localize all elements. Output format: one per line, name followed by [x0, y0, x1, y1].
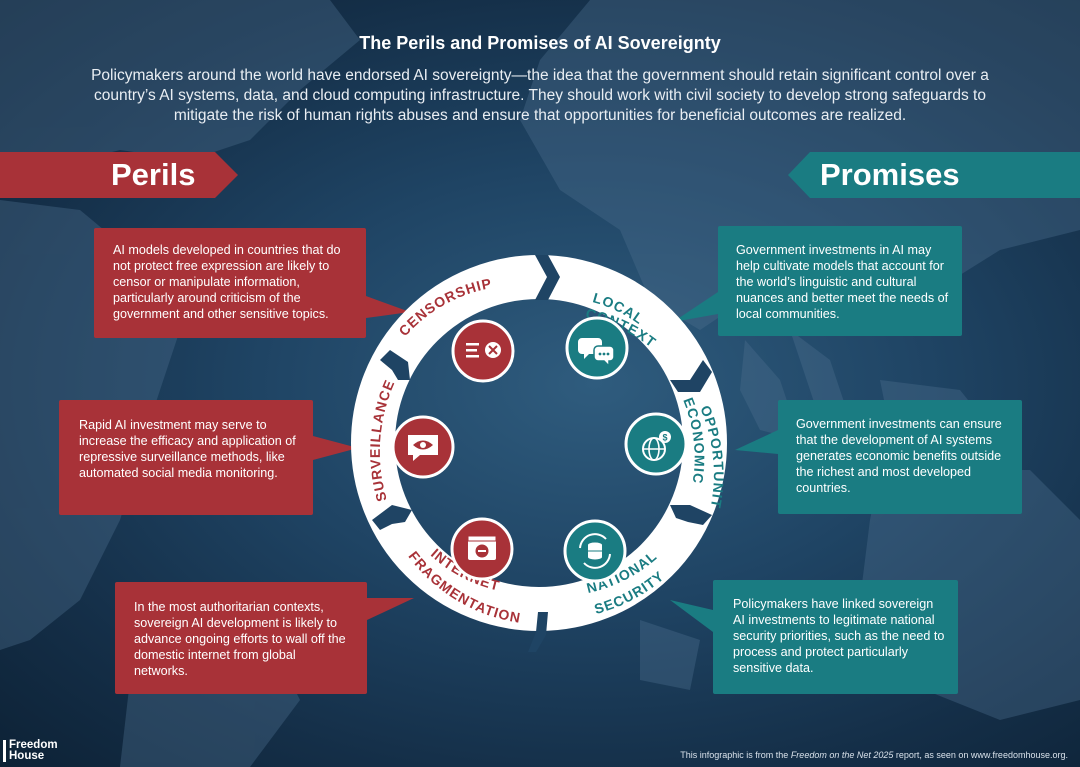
database-sync-icon	[563, 519, 627, 583]
freedom-house-logo: Freedom House	[3, 739, 58, 762]
promise-card-economic-text: Government investments can ensure that t…	[796, 417, 1002, 495]
ring-chevron-gaps	[372, 255, 712, 652]
perils-banner: Perils	[0, 152, 238, 198]
promise-card-local-context: Government investments in AI may help cu…	[718, 226, 962, 336]
svg-text:$: $	[662, 433, 667, 443]
pointer-surveillance	[313, 436, 358, 460]
pointer-fragmentation	[367, 598, 414, 620]
promise-card-local-context-text: Government investments in AI may help cu…	[736, 243, 949, 321]
promise-card-security-text: Policymakers have linked sovereign AI in…	[733, 597, 945, 675]
peril-card-fragmentation: In the most authoritarian contexts, sove…	[115, 582, 367, 694]
flame-icon	[3, 740, 6, 762]
pointer-security	[670, 600, 713, 632]
footer-note-report: Freedom on the Net 2025	[790, 750, 894, 760]
peril-card-fragmentation-text: In the most authoritarian contexts, sove…	[134, 600, 346, 678]
peril-card-surveillance-text: Rapid AI investment may serve to increas…	[79, 418, 296, 480]
logo-line-2: House	[9, 750, 45, 762]
translation-speech-bubbles-icon	[565, 316, 629, 380]
promises-banner: Promises	[788, 152, 1080, 198]
browser-blocked-icon	[450, 517, 514, 581]
eye-speech-bubble-icon	[391, 415, 455, 479]
globe-dollar-icon: $	[624, 412, 688, 476]
promises-label: Promises	[820, 157, 960, 192]
cycle-ring	[351, 255, 727, 631]
peril-card-surveillance: Rapid AI investment may serve to increas…	[59, 400, 313, 515]
pointer-censorship	[366, 296, 410, 318]
page-title: The Perils and Promises of AI Sovereignt…	[359, 33, 721, 53]
peril-card-censorship-text: AI models developed in countries that do…	[113, 243, 341, 321]
logo-line-1: Freedom	[9, 739, 58, 751]
text-lines-x-icon	[451, 319, 515, 383]
page-subtitle: Policymakers around the world have endor…	[91, 67, 989, 124]
promise-card-security: Policymakers have linked sovereign AI in…	[713, 580, 958, 694]
perils-label: Perils	[111, 157, 196, 192]
peril-card-censorship: AI models developed in countries that do…	[94, 228, 366, 338]
pointer-local-context	[673, 292, 718, 322]
footer-note: This infographic is from the Freedom on …	[680, 750, 1068, 760]
footer-note-prefix: This infographic is from the	[680, 750, 791, 760]
promise-card-economic: Government investments can ensure that t…	[778, 400, 1022, 514]
footer-note-suffix: report, as seen on www.freedomhouse.org.	[893, 750, 1068, 760]
pointer-economic	[735, 430, 778, 454]
